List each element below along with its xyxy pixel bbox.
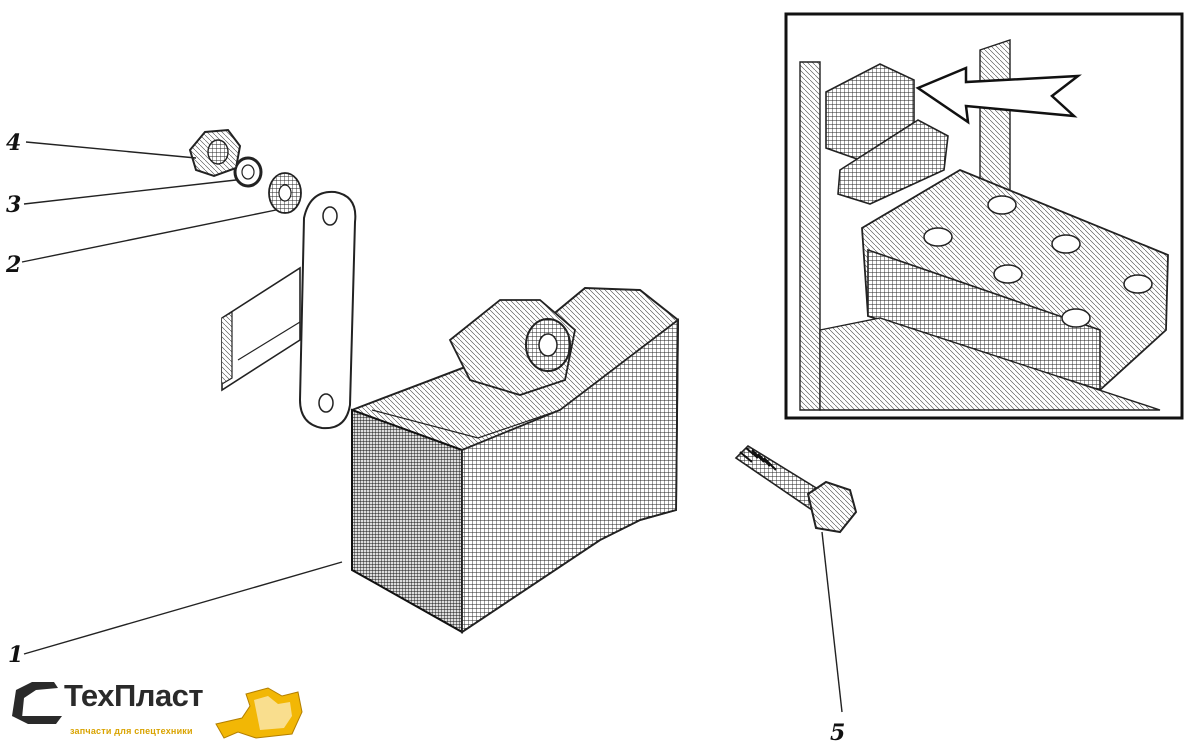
brand-wordmark: ТехПласт (64, 678, 204, 714)
brand-logo: ТехПласт запчасти для спецтехники (6, 676, 306, 744)
callout-2: 2 (5, 252, 21, 278)
brand-tagline: запчасти для спецтехники (70, 726, 193, 736)
brand-part-1: Тех (64, 678, 114, 713)
brand-part-2: Пласт (113, 678, 204, 713)
leader-lines (21, 141, 843, 713)
battery-housing-block (350, 286, 680, 634)
excavator-icon (12, 682, 303, 739)
arrow-left-icon (915, 66, 1082, 125)
flat-washer (268, 172, 302, 214)
callout-3: 3 (6, 192, 21, 218)
channel-rail (221, 266, 301, 392)
callout-5: 5 (830, 720, 845, 746)
inset-detail-view (784, 12, 1184, 420)
lock-washer (233, 156, 263, 188)
hex-bolt (734, 444, 858, 534)
callout-4: 4 (6, 130, 21, 156)
hex-nut (188, 128, 242, 178)
callout-1: 1 (8, 642, 23, 668)
strap-plate (298, 190, 357, 430)
